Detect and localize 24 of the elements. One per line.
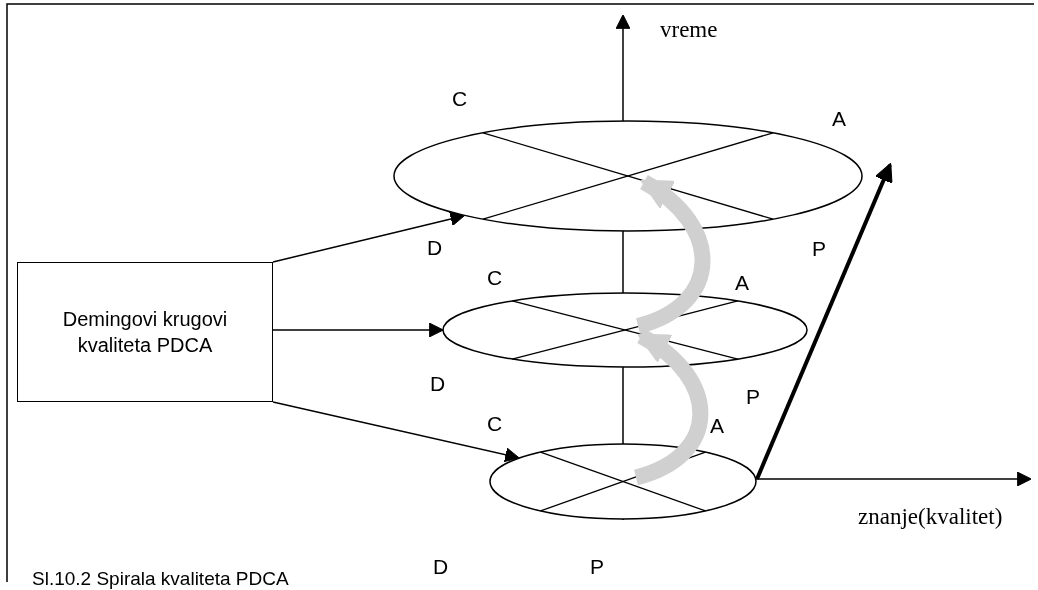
- figure-caption: Sl.10.2 Spirala kvaliteta PDCA: [32, 568, 289, 590]
- arrow: [272, 401, 520, 463]
- cycle-ellipse: [442, 292, 808, 368]
- quadrant-letter: A: [735, 272, 749, 294]
- text-box: [17, 262, 273, 402]
- quadrant-letter: P: [590, 556, 604, 578]
- quadrant-letter: D: [427, 237, 443, 259]
- curved-block-arrow: [635, 175, 711, 334]
- quadrant-letter: A: [832, 108, 846, 130]
- cycle-ellipse: [489, 443, 757, 520]
- arrow: [272, 322, 444, 338]
- axis-label: vreme: [660, 18, 718, 42]
- box-text: Demingovi krugovi kvaliteta PDCA: [61, 307, 229, 358]
- quadrant-letter: D: [433, 556, 449, 578]
- axis-label: znanje(kvalitet): [858, 505, 1003, 529]
- quadrant-letter: C: [487, 267, 503, 289]
- quadrant-letter: P: [746, 386, 760, 408]
- quadrant-letter: A: [710, 415, 724, 437]
- quadrant-letter: P: [812, 238, 826, 260]
- arrow: [272, 211, 465, 263]
- quadrant-letter: C: [487, 413, 503, 435]
- curved-block-arrow: [633, 329, 709, 486]
- quadrant-letter: C: [452, 88, 468, 110]
- quadrant-letter: D: [430, 373, 446, 395]
